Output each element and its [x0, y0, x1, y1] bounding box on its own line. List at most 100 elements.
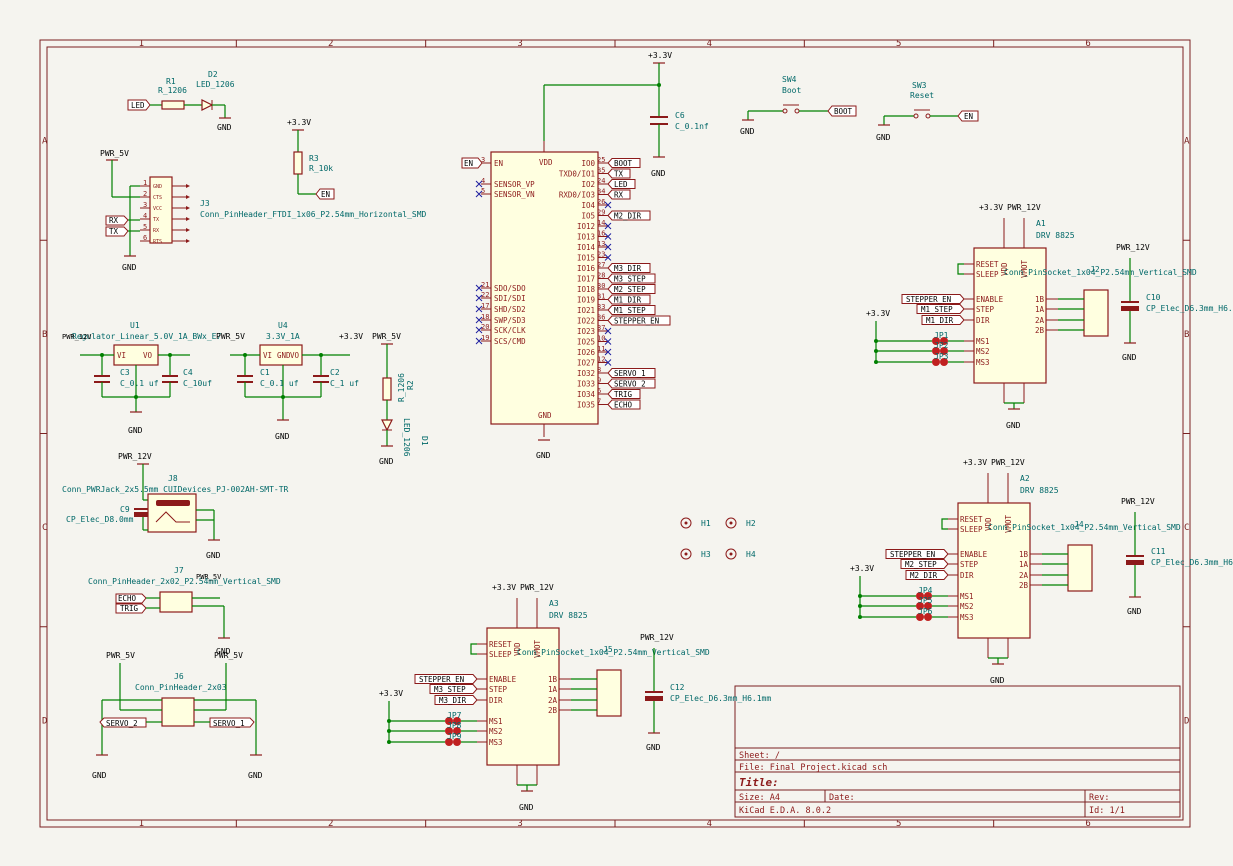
- mcu-pin-name: IO0: [581, 159, 595, 168]
- drv-pin-reset: RESET: [960, 515, 983, 524]
- mounting-hole-ref: H2: [746, 519, 756, 528]
- mounting-hole-ref: H3: [701, 550, 711, 559]
- drv-pin-ms3: MS3: [976, 358, 990, 367]
- frame-col-top: 6: [1085, 39, 1090, 49]
- c10-value: CP_Elec_D6.3mm_H6.1: [1146, 304, 1233, 313]
- gnd-label: GND: [876, 133, 891, 142]
- c4-value: C_10uf: [183, 379, 212, 388]
- mcu-pin-name: IO2: [581, 180, 595, 189]
- mcu-pin-number: 35: [597, 167, 605, 175]
- j4-value: Conn_PinSocket_1x04_P2.54mm_Vertical_SMD: [988, 523, 1181, 532]
- r2-ref: R2: [406, 380, 415, 390]
- pwr-5v-label: PWR_5V: [100, 149, 129, 158]
- gnd-label: GND: [740, 127, 755, 136]
- drv-pin-b1: 1B: [1035, 295, 1045, 304]
- mcu-pin-number: 26: [597, 198, 605, 206]
- mcu-pin-number: 25: [597, 156, 605, 164]
- r2-value: R_1206: [397, 373, 406, 402]
- c4-ref: C4: [183, 368, 193, 377]
- label-m3step: M3_STEP: [614, 275, 646, 284]
- label-m1dir: M1_DIR: [926, 316, 954, 325]
- j2-value: Conn_PinSocket_1x04_P2.54mm_Vertical_SMD: [1004, 268, 1197, 277]
- c3-ref: C3: [120, 368, 130, 377]
- mcu-pin-name: SWP/SD3: [494, 316, 526, 325]
- c9-value: CP_Elec_D8.0mm: [66, 515, 134, 524]
- label-stepen: STEPPER_EN: [906, 295, 951, 304]
- j3-value: Conn_PinHeader_FTDI_1x06_P2.54mm_Horizon…: [200, 210, 427, 219]
- mcu-pin-number: 37: [597, 324, 605, 332]
- mcu-pin-number: 23: [597, 251, 605, 259]
- c11-ref: C11: [1151, 547, 1166, 556]
- pwr-33v-label: +3.3V: [379, 689, 403, 698]
- pwr-5v-label: PWR_5V: [106, 651, 135, 660]
- c6-value: C_0.1nf: [675, 122, 709, 131]
- label-boot: BOOT: [614, 159, 633, 168]
- gnd-label: GND: [379, 457, 394, 466]
- j6-value: Conn_PinHeader_2x03: [135, 683, 227, 692]
- u4-value: 3.3V_1A: [266, 332, 300, 341]
- mcu-pin-name: SCS/CMD: [494, 337, 526, 346]
- mcu-pin-number: 3: [481, 156, 485, 164]
- drv-pin-dir: DIR: [960, 571, 974, 580]
- mcu-pin-name: IO4: [581, 201, 595, 210]
- c10-ref: C10: [1146, 293, 1161, 302]
- c2-ref: C2: [330, 368, 340, 377]
- j5-value: Conn_PinSocket_1x04_P2.54mm_Vertical_SMD: [517, 648, 710, 657]
- gnd-label: GND: [206, 551, 221, 560]
- drv-pin-enable: ENABLE: [960, 550, 988, 559]
- pwr-5v-label: PWR_5V: [196, 573, 222, 581]
- power-led-circuit: PWR_5V R2 R_1206 GND D1 LED_1206: [372, 332, 429, 466]
- j4-ref: J4: [1074, 520, 1084, 529]
- jumper-ref: JP8: [447, 721, 462, 730]
- mcu-gnd-pin: GND: [538, 411, 552, 420]
- mcu-pin-name: IO27: [577, 359, 595, 368]
- mcu-pin-number: 21: [481, 281, 489, 289]
- label-servo1: SERVO_1: [614, 369, 646, 378]
- mcu-pin-name: SDO/SDO: [494, 284, 526, 293]
- mcu-pin-number: 14: [597, 219, 605, 227]
- j8-value: Conn_PWRJack_2x5.5mm_CUIDevices_PJ-002AH…: [62, 485, 289, 494]
- drv-vmot-pin: VMOT: [1020, 259, 1029, 278]
- mcu-pin-number: 11: [597, 345, 605, 353]
- pwr-5v-label: PWR_5V: [214, 651, 243, 660]
- label-servo1: SERVO_1: [213, 719, 245, 728]
- label-m1dir: M1_DIR: [614, 296, 642, 305]
- mcu-pin-number: 36: [597, 314, 605, 322]
- j3-pin-name: GND: [153, 184, 162, 190]
- power-jack-j8: PWR_12V C9 CP_Elec_D8.0mm J8 Conn_PWRJac…: [62, 452, 289, 560]
- mcu-pin-number: 29: [597, 209, 605, 217]
- mcu-pin-number: 24: [597, 177, 605, 185]
- label-servo2: SERVO_2: [614, 380, 646, 389]
- label-m1step: M1_STEP: [614, 306, 646, 315]
- label-led: LED: [614, 180, 628, 189]
- gnd-label: GND: [122, 263, 137, 272]
- mounting-hole-ref: H4: [746, 550, 756, 559]
- jumper-ref: JP5: [918, 596, 933, 605]
- pwr-33v-label: +3.3V: [648, 51, 672, 60]
- drv-vdd-pin: VDD: [513, 642, 522, 656]
- frame-row-right: D: [1184, 716, 1189, 726]
- mcu-pin-number: 18: [481, 313, 489, 321]
- mcu-pin-name: IO15: [577, 254, 595, 263]
- frame-col-bottom: 6: [1085, 819, 1090, 829]
- drv-pin-b1: 1B: [1019, 550, 1029, 559]
- mcu-pin-number: 5: [481, 187, 485, 195]
- jumper-ref: JP3: [934, 352, 949, 361]
- pwr-33v-label: +3.3V: [339, 332, 363, 341]
- drv-pin-enable: ENABLE: [489, 675, 517, 684]
- gnd-label: GND: [92, 771, 107, 780]
- label-rx: RX: [614, 191, 624, 200]
- label-trig: TRIG: [614, 390, 633, 399]
- gnd-label: GND: [990, 676, 1005, 685]
- drv-pin-reset: RESET: [976, 260, 999, 269]
- label-m3dir: M3_DIR: [614, 264, 642, 273]
- drv-pin-step: STEP: [976, 305, 995, 314]
- j3-pin-number: 5: [143, 223, 147, 231]
- label-en: EN: [964, 112, 973, 121]
- mcu-pin-name: IO26: [577, 348, 596, 357]
- jumper-ref: JP2: [934, 341, 949, 350]
- pwr-5v-label: PWR_5V: [216, 332, 245, 341]
